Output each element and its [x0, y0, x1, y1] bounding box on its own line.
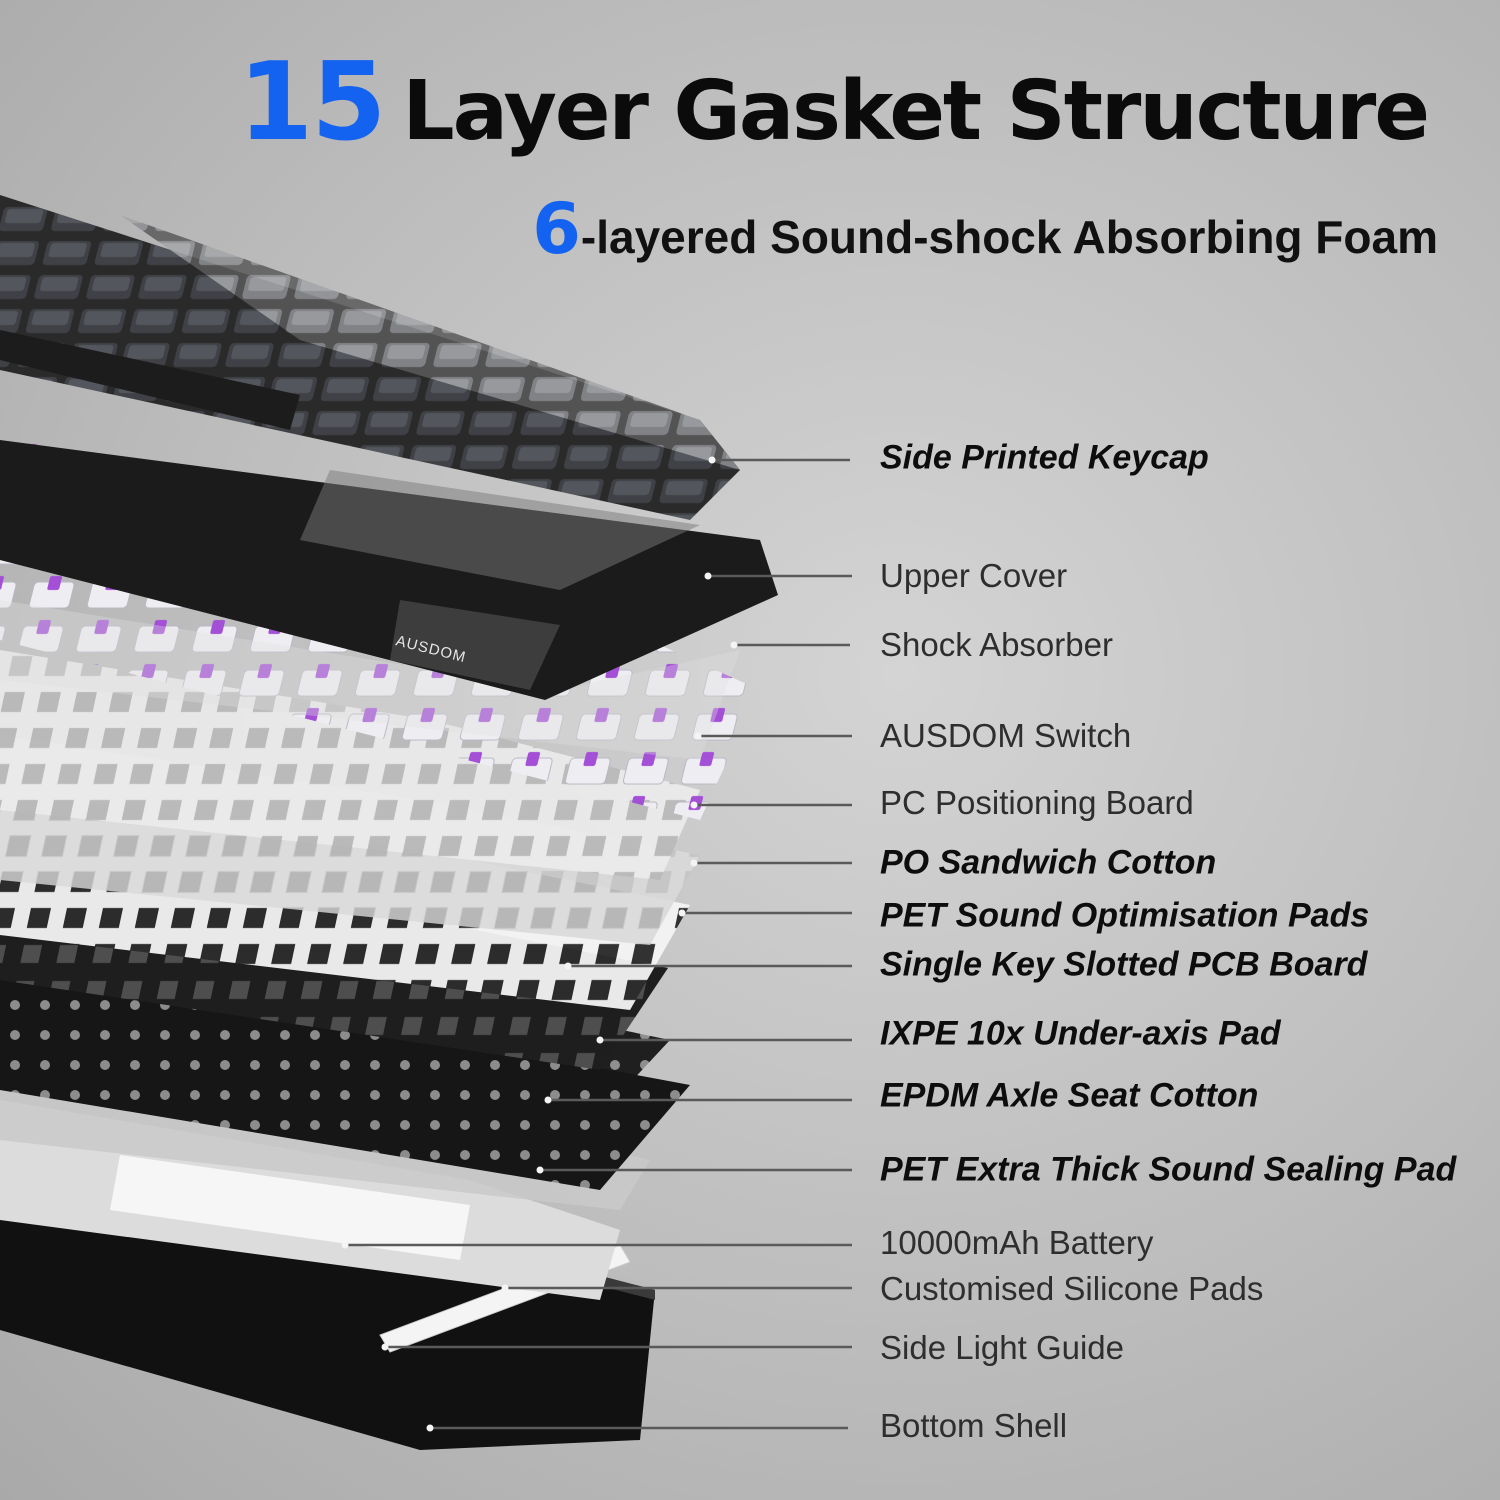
label-pc-positioning-board: PC Positioning Board [880, 784, 1194, 821]
upper-cover-layer: AUSDOM [0, 440, 778, 700]
label-pet-sound-optimisation-pads: PET Sound Optimisation Pads [880, 896, 1370, 935]
label-ausdom-switch: AUSDOM Switch [880, 717, 1132, 754]
label-ixpe-under-axis-pad: IXPE 10x Under-axis Pad [880, 1014, 1281, 1053]
label-side-light-guide: Side Light Guide [880, 1329, 1125, 1366]
label-po-sandwich-cotton: PO Sandwich Cotton [880, 843, 1217, 882]
leader-dots [341, 456, 738, 1432]
label-customised-silicone-pads: Customised Silicone Pads [880, 1270, 1264, 1307]
label-bottom-shell: Bottom Shell [880, 1407, 1068, 1444]
leader-lines [345, 458, 852, 1430]
shock-absorber-layer [0, 600, 740, 760]
page-subtitle: 6-layered Sound-shock Absorbing Foam [532, 188, 1438, 270]
label-battery: 10000mAh Battery [880, 1224, 1154, 1261]
subtitle-text: -layered Sound-shock Absorbing Foam [580, 211, 1438, 263]
label-side-printed-keycap: Side Printed Keycap [880, 438, 1209, 477]
label-single-key-slotted-pcb-board: Single Key Slotted PCB Board [880, 945, 1368, 984]
label-pet-extra-thick-sealing-pad: PET Extra Thick Sound Sealing Pad [880, 1150, 1457, 1189]
label-shock-absorber: Shock Absorber [880, 626, 1113, 663]
label-upper-cover: Upper Cover [880, 557, 1068, 594]
subtitle-number: 6 [532, 188, 581, 270]
title-number: 15 [238, 40, 386, 165]
pc-board-layer [0, 650, 700, 880]
keycap-layer [0, 195, 740, 520]
title-text: Layer Gasket Structure [402, 64, 1430, 159]
label-epdm-axle-seat-cotton: EPDM Axle Seat Cotton [880, 1076, 1259, 1115]
